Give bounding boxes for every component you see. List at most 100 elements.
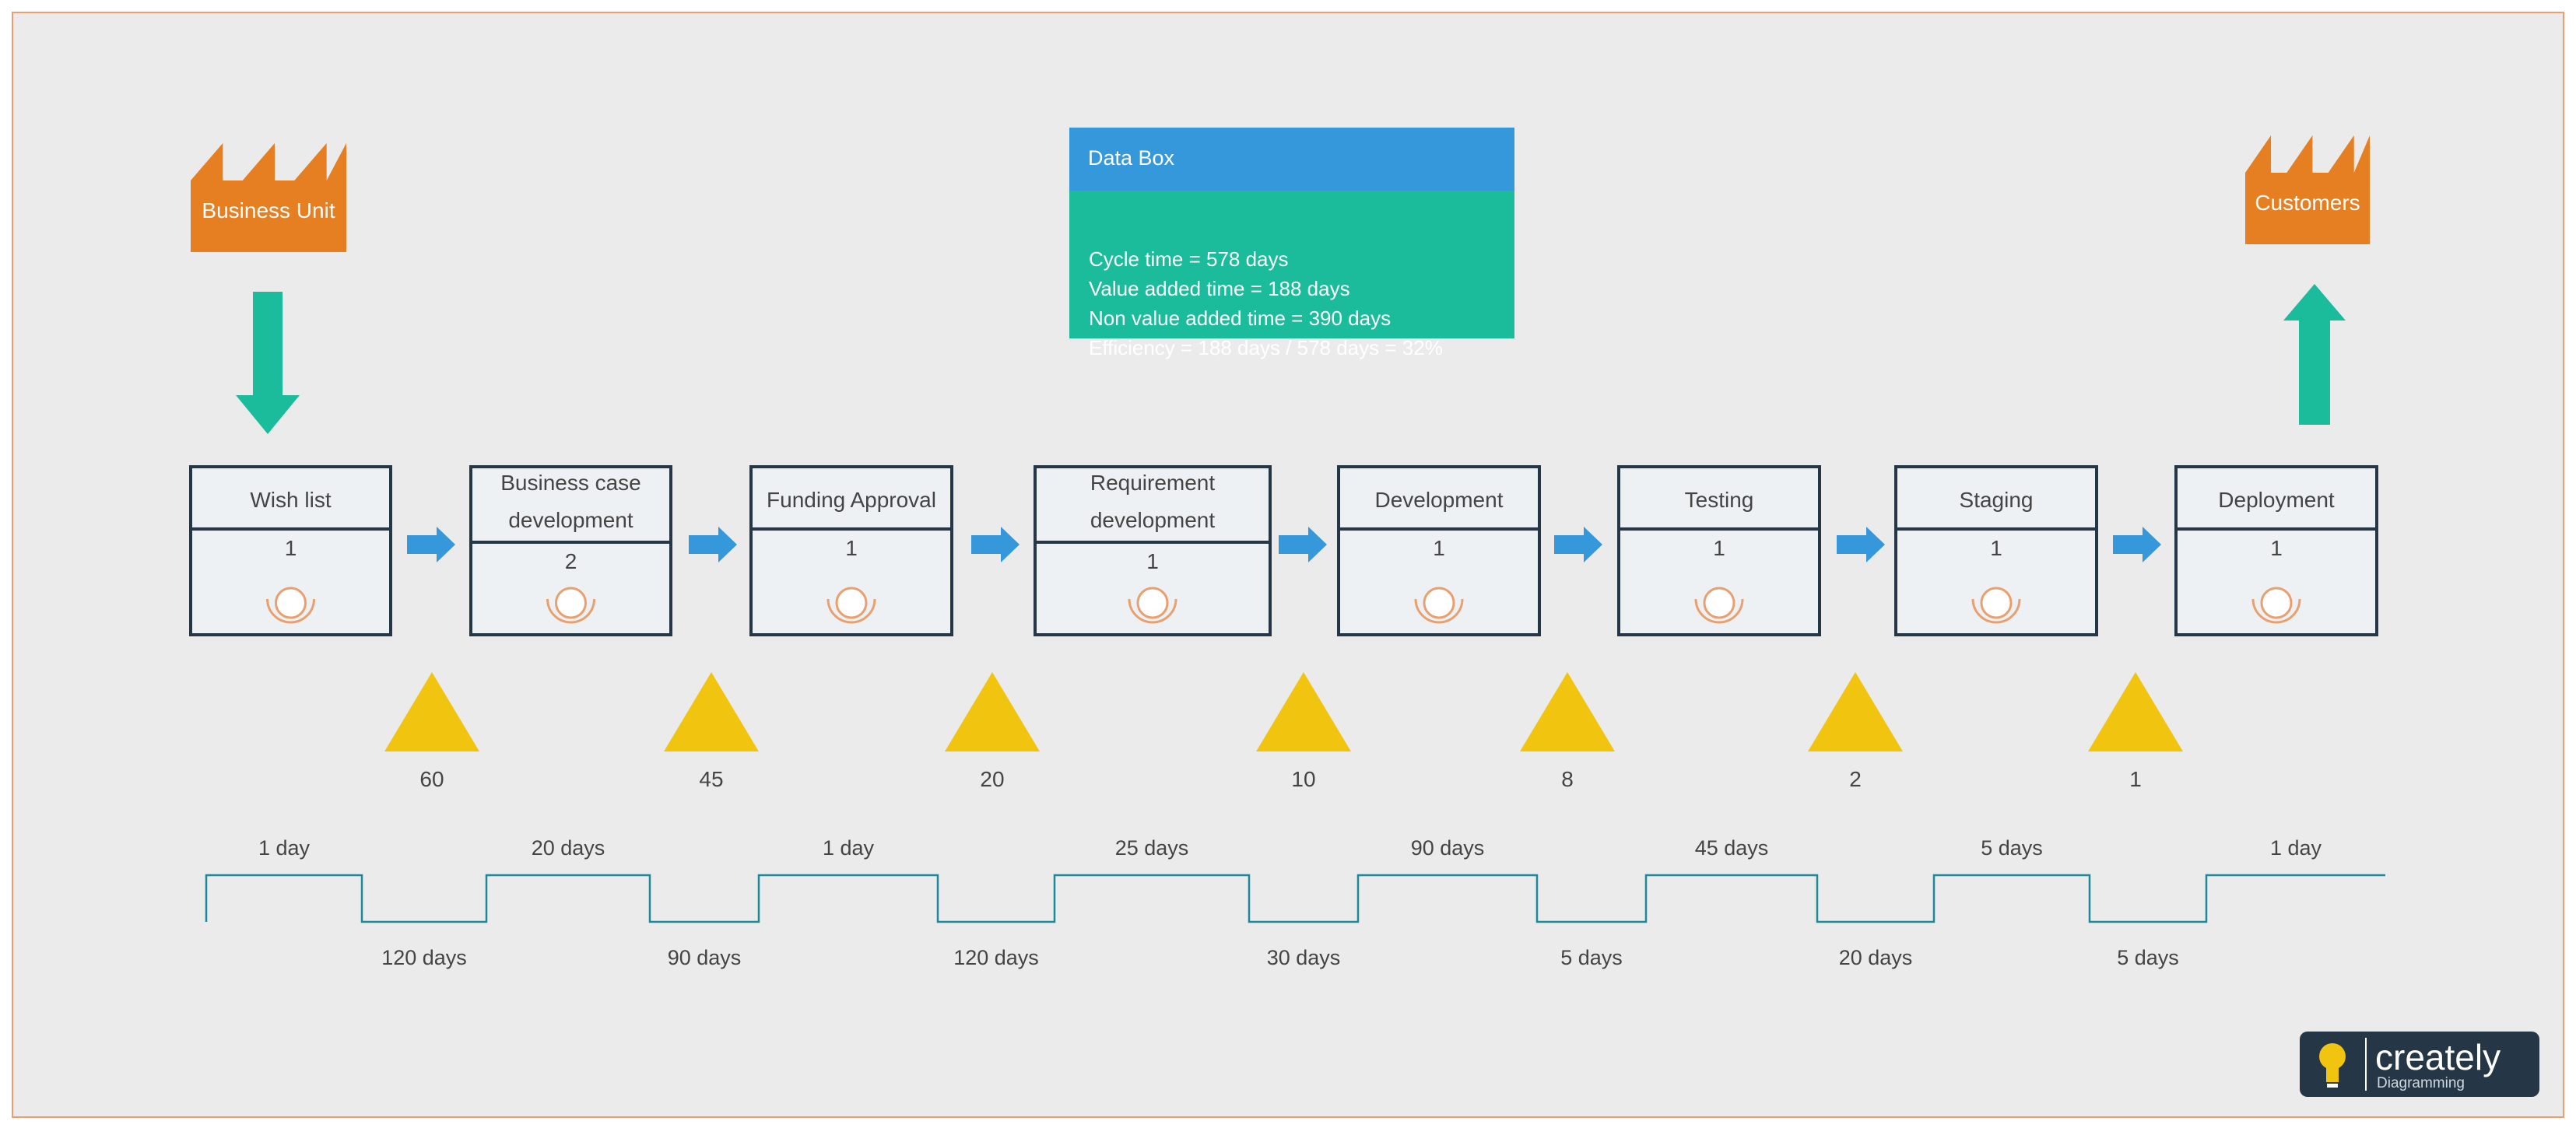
process-box[interactable]: Deployment 1	[2174, 465, 2378, 636]
operator-count: 1	[1433, 536, 1445, 560]
operator-icon-head	[1703, 587, 1735, 619]
operator-icon	[546, 587, 595, 624]
operator-count: 2	[565, 549, 577, 573]
push-arrow-icon	[2113, 527, 2161, 562]
lightbulb-icon	[2319, 1043, 2346, 1088]
process-box[interactable]: Development 1	[1337, 465, 1541, 636]
waiting-time: 5 days	[1560, 946, 1623, 969]
push-arrow-icon	[1279, 527, 1327, 562]
inventory-marker[interactable]: 60	[384, 672, 479, 791]
lightbulb-neck	[2326, 1068, 2339, 1082]
process-title: development	[508, 508, 633, 532]
inventory-triangle-icon	[945, 672, 1040, 751]
process-title: Deployment	[2218, 488, 2335, 512]
waiting-time: 120 days	[381, 946, 467, 969]
inventory-count: 10	[1291, 767, 1315, 791]
waiting-time: 5 days	[2117, 946, 2179, 969]
operator-icon-head	[1980, 587, 2013, 619]
logo-badge	[2300, 1032, 2539, 1097]
inventory-triangle-icon	[2088, 672, 2183, 751]
customer-factory-shape	[2245, 135, 2370, 244]
inventory-triangle-icon	[1808, 672, 1903, 751]
inventory-triangle-icon	[1256, 672, 1351, 751]
operator-count: 1	[285, 536, 297, 560]
data-box-line: Cycle time = 578 days	[1089, 247, 1289, 271]
supplier-factory[interactable]: Business Unit	[191, 143, 346, 252]
process-title: Requirement	[1090, 471, 1216, 495]
operator-icon-body	[826, 598, 876, 624]
supplier-inbound-arrow	[236, 292, 300, 434]
operator-icon	[2251, 587, 2301, 624]
data-box-line: Efficiency = 188 days / 578 days = 32%	[1089, 336, 1443, 359]
data-box-header	[1069, 128, 1514, 191]
process-title: Wish list	[250, 488, 331, 512]
waiting-time: 20 days	[1839, 946, 1913, 969]
operator-icon-body	[2251, 598, 2301, 624]
inventory-count: 2	[1849, 767, 1862, 791]
push-arrow-icon	[1837, 527, 1885, 562]
operator-count: 1	[1713, 536, 1725, 560]
waiting-time: 120 days	[953, 946, 1039, 969]
operator-icon-body	[1971, 598, 2021, 624]
waiting-time: 90 days	[668, 946, 742, 969]
inventory-marker[interactable]: 1	[2088, 672, 2183, 791]
supplier-factory-shape	[191, 143, 346, 252]
logo-brand: creately	[2375, 1037, 2501, 1077]
customer-factory[interactable]: Customers	[2245, 135, 2370, 244]
timeline-ladder	[205, 874, 2385, 923]
process-box[interactable]: Wish list 1	[189, 465, 392, 636]
logo-tagline: Diagramming	[2377, 1075, 2465, 1091]
process-title: Testing	[1685, 488, 1754, 512]
inventory-marker[interactable]: 10	[1256, 672, 1351, 791]
operator-icon-body	[1694, 598, 1744, 624]
value-added-time: 90 days	[1411, 836, 1485, 860]
inventory-triangle-icon	[664, 672, 759, 751]
operator-icon-body	[1128, 598, 1177, 624]
process-box[interactable]: Funding Approval 1	[749, 465, 953, 636]
operator-icon	[1128, 587, 1177, 624]
operator-icon-head	[275, 587, 307, 619]
push-arrow-icon	[1554, 527, 1602, 562]
value-added-time: 5 days	[1981, 836, 2043, 860]
customer-factory-label: Customers	[2255, 191, 2360, 215]
operator-count: 1	[845, 536, 858, 560]
lightbulb-base	[2327, 1084, 2338, 1088]
operator-icon	[266, 587, 315, 624]
process-box[interactable]: Testing 1	[1617, 465, 1821, 636]
operator-icon-head	[1423, 587, 1455, 619]
inventory-count: 60	[419, 767, 444, 791]
operator-count: 1	[1990, 536, 2002, 560]
operator-icon	[1694, 587, 1744, 624]
value-added-time: 20 days	[532, 836, 605, 860]
process-title: Development	[1375, 488, 1504, 512]
process-title: Staging	[1960, 488, 2034, 512]
inventory-marker[interactable]: 45	[664, 672, 759, 791]
inventory-triangle-icon	[384, 672, 479, 751]
operator-icon-body	[546, 598, 595, 624]
inventory-triangle-icon	[1520, 672, 1615, 751]
inventory-marker[interactable]: 20	[945, 672, 1040, 791]
process-title: development	[1090, 508, 1216, 532]
operator-icon-head	[555, 587, 587, 619]
operator-count: 1	[2270, 536, 2283, 560]
inventory-marker[interactable]: 2	[1808, 672, 1903, 791]
push-arrow-icon	[407, 527, 455, 562]
data-box-body	[1069, 191, 1514, 338]
operator-count: 1	[1146, 549, 1159, 573]
process-box[interactable]: Requirement development 1	[1034, 465, 1272, 636]
operator-icon-body	[1414, 598, 1464, 624]
process-box[interactable]: Staging 1	[1894, 465, 2098, 636]
inventory-count: 45	[699, 767, 723, 791]
inventory-count: 8	[1561, 767, 1574, 791]
process-title: Funding Approval	[767, 488, 936, 512]
operator-icon-body	[266, 598, 315, 624]
value-added-time: 45 days	[1695, 836, 1769, 860]
lightbulb-glass	[2319, 1043, 2346, 1070]
inventory-marker[interactable]: 8	[1520, 672, 1615, 791]
operator-icon-head	[1136, 587, 1169, 619]
data-box-line: Non value added time = 390 days	[1089, 307, 1391, 330]
inventory-count: 1	[2129, 767, 2142, 791]
